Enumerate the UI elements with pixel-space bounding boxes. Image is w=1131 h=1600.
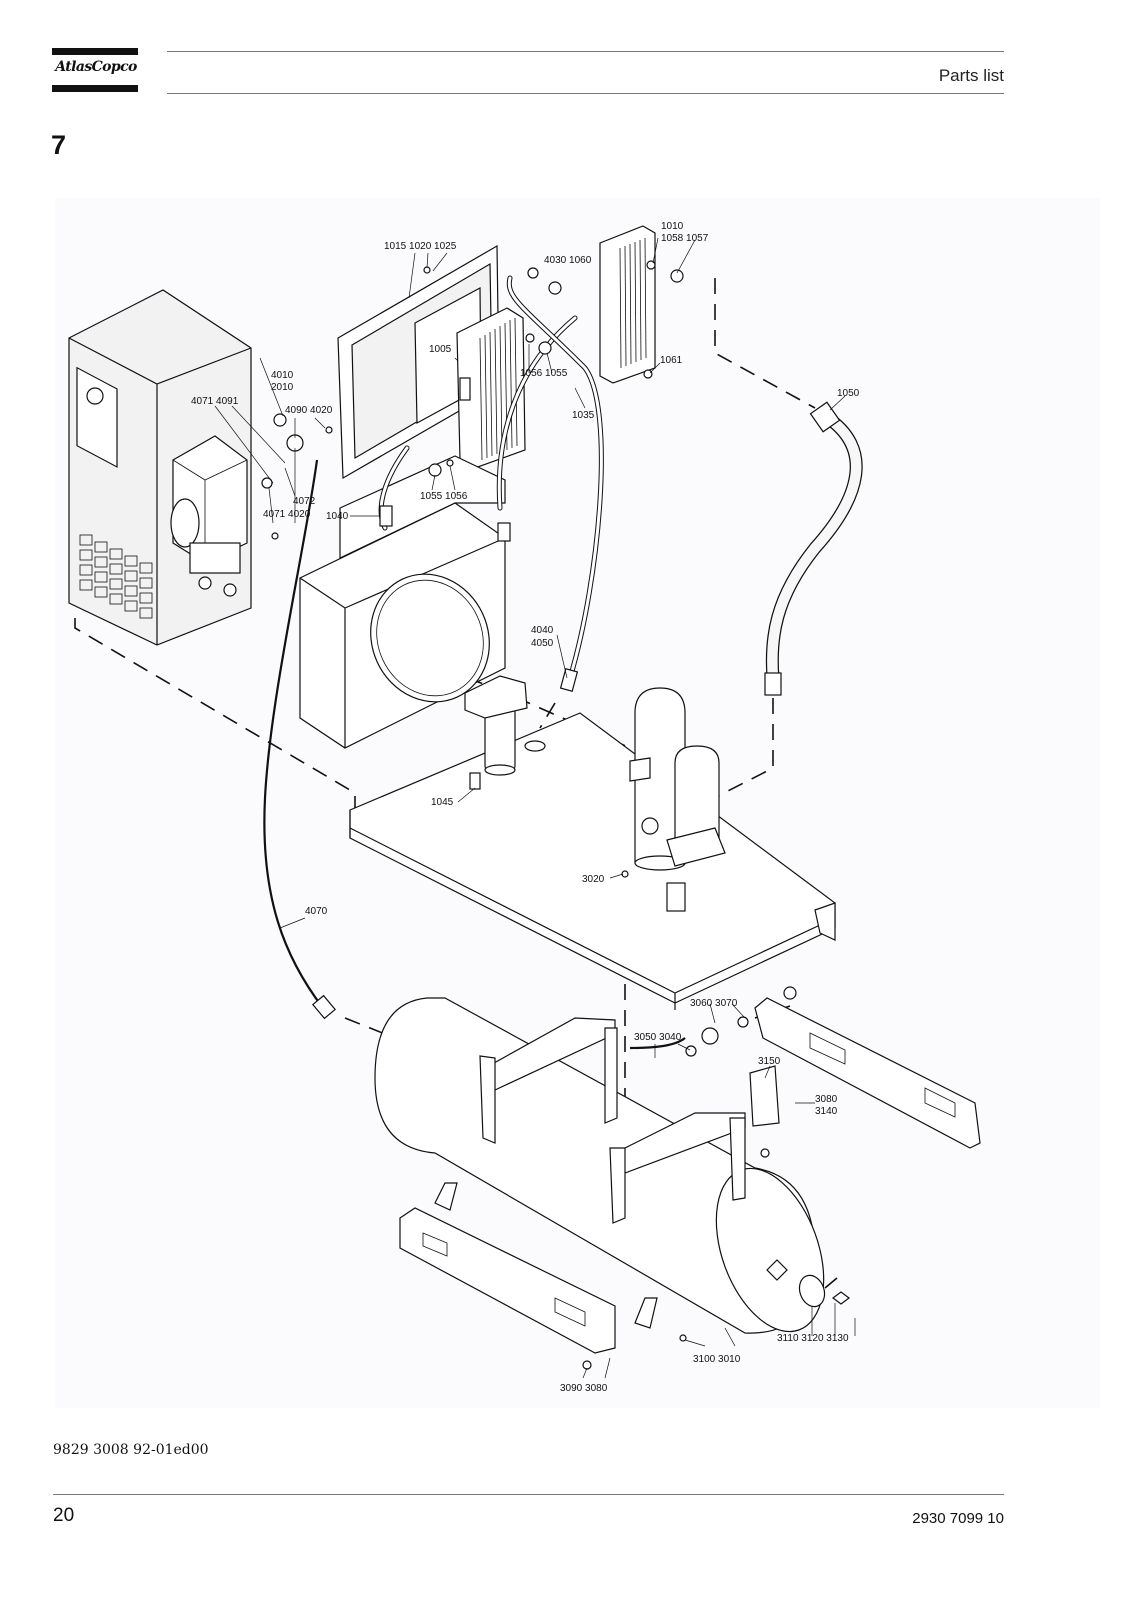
header-top-rule [167, 51, 1004, 52]
document-number: 2930 7099 10 [912, 1510, 1004, 1527]
callout-4040: 4040 [531, 625, 554, 636]
callout-leader-lines [214, 237, 856, 1379]
fan-shroud [299, 455, 506, 749]
oil-cooler-1005 [456, 307, 526, 469]
fasteners [261, 260, 797, 1370]
callout-1058-1057: 1058 1057 [661, 233, 709, 244]
callout-3020: 3020 [582, 874, 605, 885]
callout-4070: 4070 [305, 906, 328, 917]
oil-filter [464, 675, 528, 790]
hoses [263, 275, 863, 1050]
section-title: Parts list [938, 66, 1004, 85]
air-receiver [374, 997, 981, 1354]
callout-4071-4020: 4071 4020 [263, 509, 311, 520]
callout-3150: 3150 [758, 1056, 781, 1067]
logo-top-bar [52, 48, 138, 55]
callout-3140: 3140 [815, 1106, 838, 1117]
callout-1055-1056: 1055 1056 [420, 491, 468, 502]
callout-3050-3040: 3050 3040 [634, 1032, 682, 1043]
callout-1005: 1005 [429, 344, 452, 355]
callout-1035: 1035 [572, 410, 595, 421]
header-bottom-rule [167, 93, 1004, 94]
callout-3060-3070: 3060 3070 [690, 998, 738, 1009]
callout-3090-3080: 3090 3080 [560, 1383, 608, 1394]
callout-4050: 4050 [531, 638, 554, 649]
callout-1045: 1045 [431, 797, 454, 808]
exploded-parts-diagram: 1010 1058 1057 1015 1020 1025 4030 1060 … [55, 198, 1100, 1408]
callout-4010: 4010 [271, 370, 294, 381]
diagram-canvas: 1010 1058 1057 1015 1020 1025 4030 1060 … [55, 198, 1100, 1408]
callout-1050: 1050 [837, 388, 860, 399]
callout-1015-1020-1025: 1015 1020 1025 [384, 241, 457, 252]
callout-2010: 2010 [271, 382, 294, 393]
callout-3080: 3080 [815, 1094, 838, 1105]
logo-text: AtlasCopco [55, 59, 137, 75]
refrigerant-dryer [68, 289, 252, 646]
footer-rule [53, 1494, 1004, 1495]
callout-labels: 1010 1058 1057 1015 1020 1025 4030 1060 … [191, 221, 860, 1394]
callout-1061: 1061 [660, 355, 683, 366]
callout-3100-3010: 3100 3010 [693, 1354, 741, 1365]
callout-4030-1060: 4030 1060 [544, 255, 592, 266]
oil-separator [629, 687, 726, 912]
callout-4090-4020: 4090 4020 [285, 405, 333, 416]
chapter-number: 7 [51, 130, 67, 160]
callout-1040: 1040 [326, 511, 349, 522]
after-cooler-1010 [599, 225, 656, 384]
logo-bottom-bar [52, 85, 138, 92]
callout-1010: 1010 [661, 221, 684, 232]
callout-4072: 4072 [293, 496, 316, 507]
atlas-copco-logo: AtlasCopco [52, 48, 138, 94]
document-reference: 9829 3008 92-01ed00 [53, 1442, 209, 1458]
page-number: 20 [53, 1505, 75, 1526]
callout-1056-1055: 1056 1055 [520, 368, 568, 379]
callout-3110-3120-3130: 3110 3120 3130 [777, 1333, 849, 1344]
callout-4071-4091: 4071 4091 [191, 396, 239, 407]
